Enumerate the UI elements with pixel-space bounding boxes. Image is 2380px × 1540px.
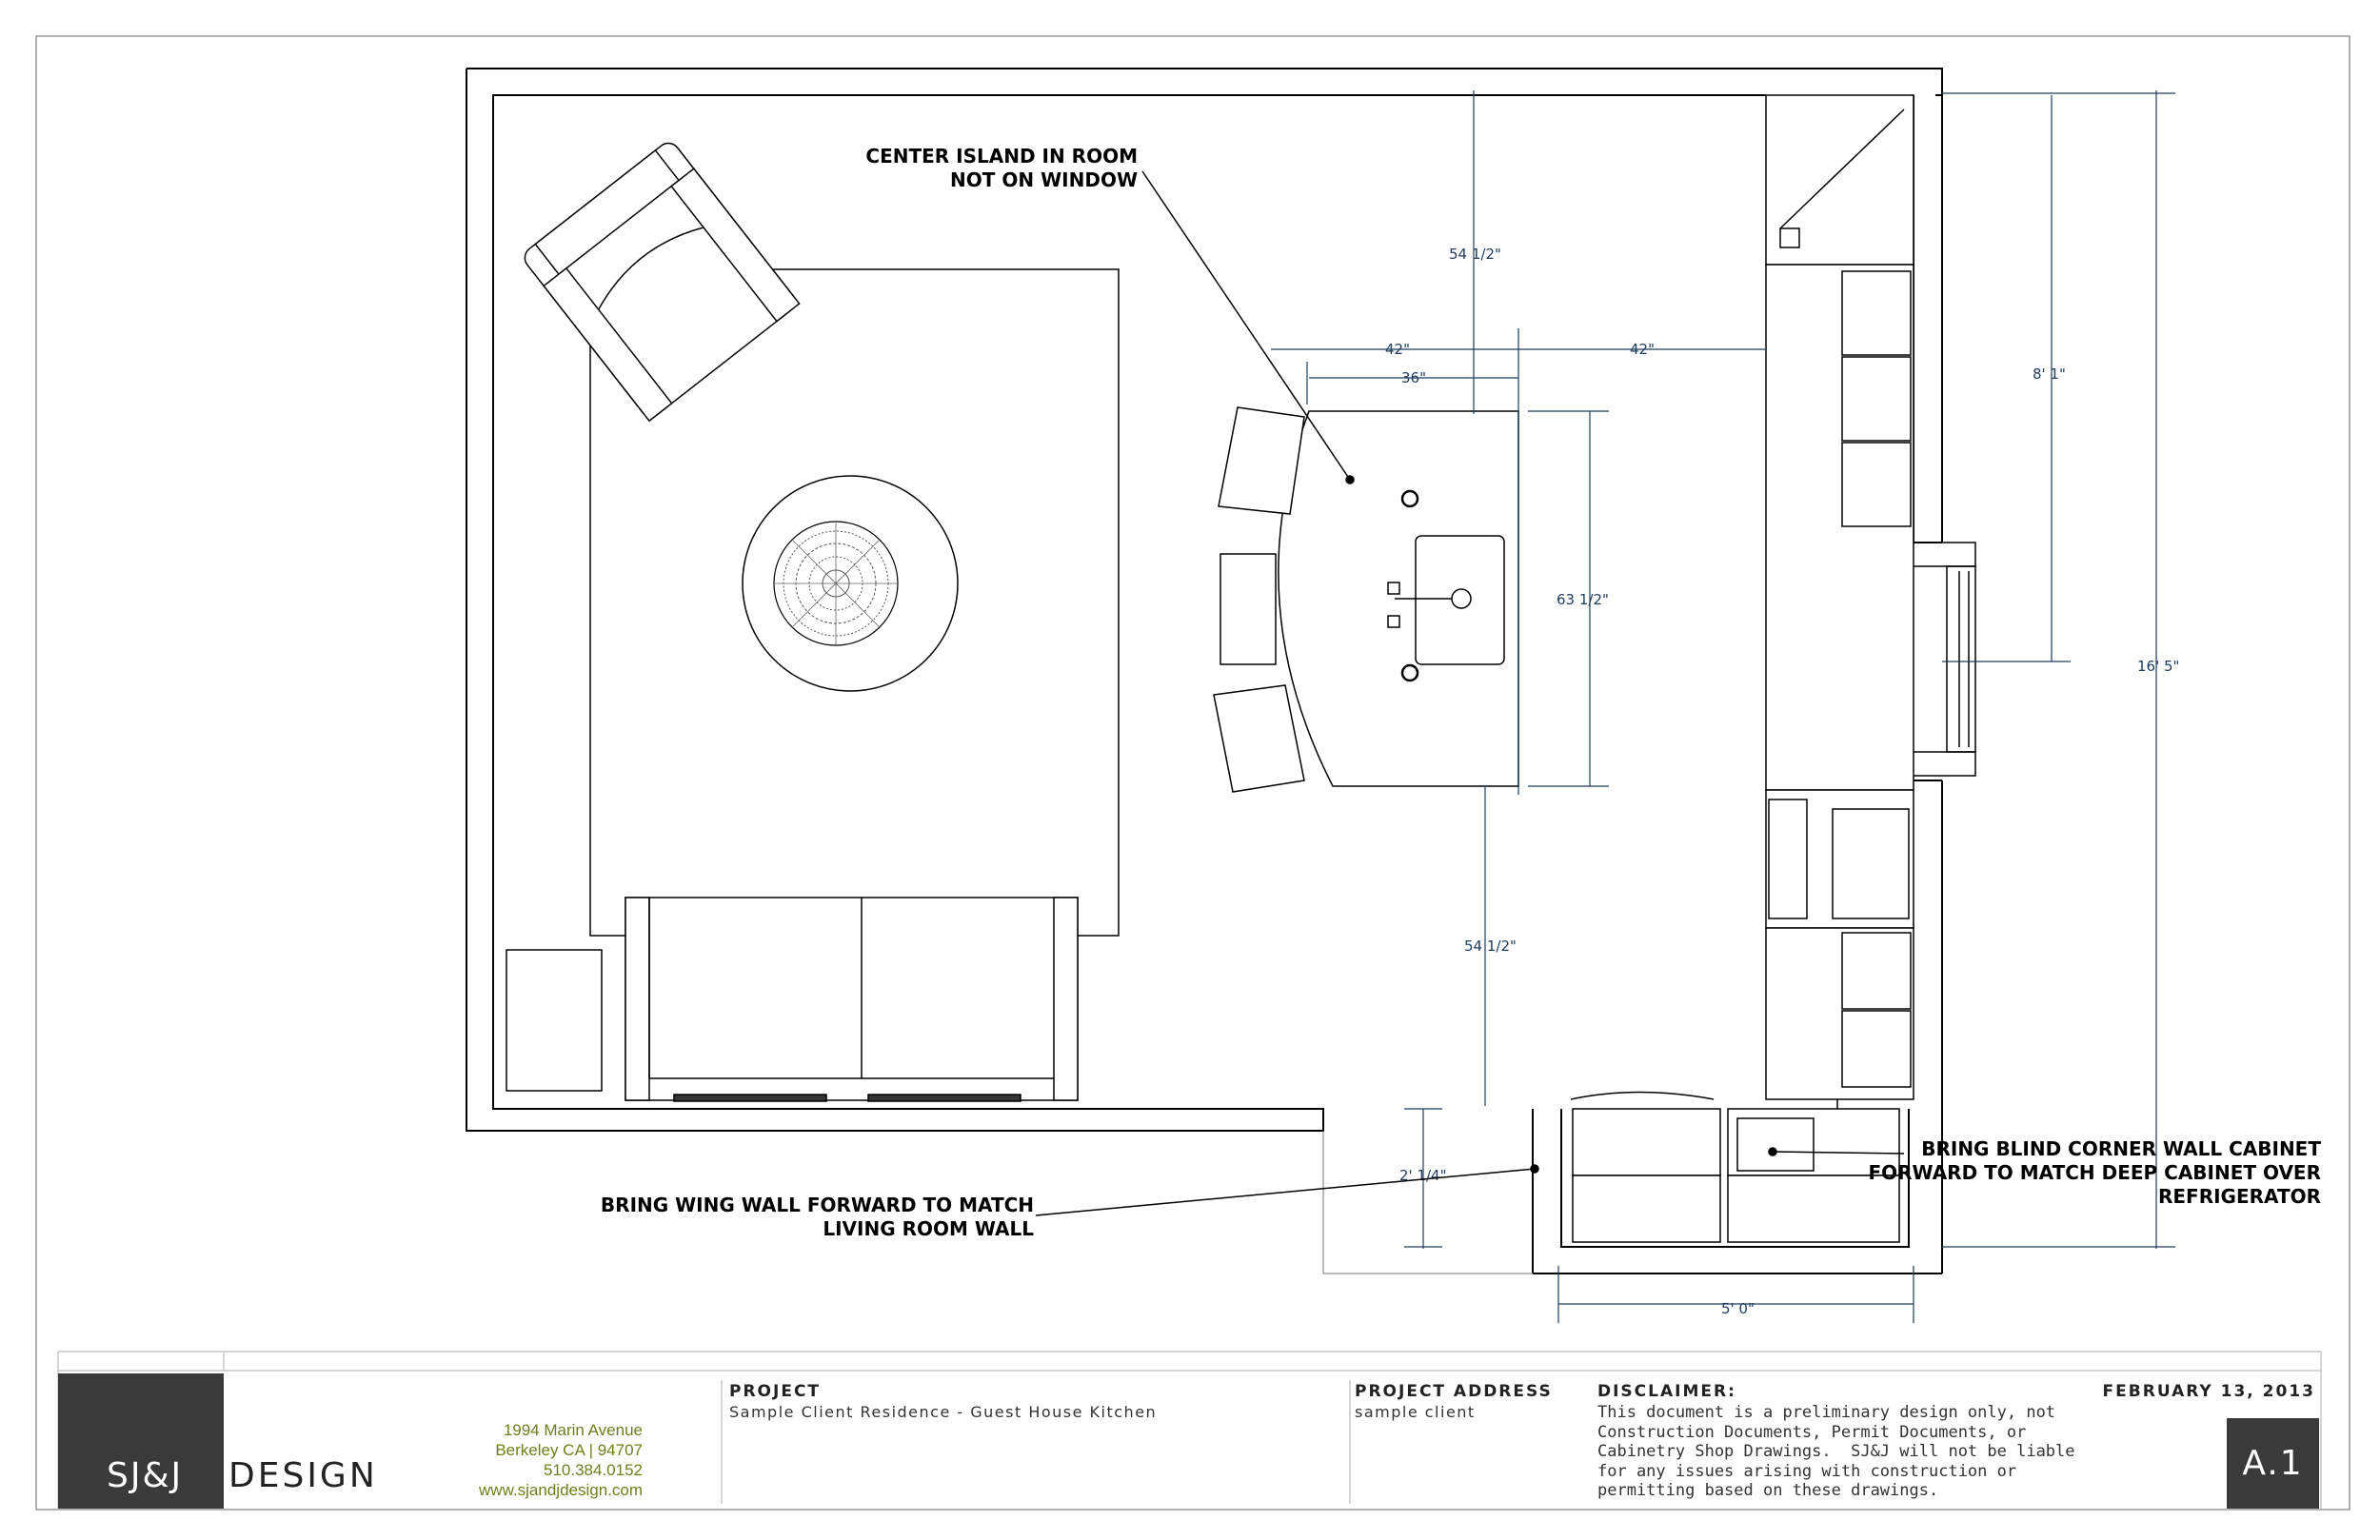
callout-island-line2: NOT ON WINDOW bbox=[950, 168, 1138, 191]
project-label: PROJECT bbox=[729, 1382, 822, 1401]
callout-corner-line3: REFRIGERATOR bbox=[2158, 1185, 2321, 1208]
company-website: www.sjandjdesign.com bbox=[479, 1481, 643, 1499]
round-coffee-table bbox=[742, 475, 959, 692]
project-value: Sample Client Residence - Guest House Ki… bbox=[729, 1403, 1158, 1421]
cabinet-run bbox=[1765, 94, 1914, 1109]
disclaimer-line-5: permitting based on these drawings. bbox=[1597, 1481, 1939, 1500]
dim-left-aisle: 42" bbox=[1385, 341, 1410, 358]
lower-cabinets bbox=[1570, 1091, 1900, 1243]
sofa bbox=[625, 897, 1079, 1102]
dim-upper-run: 8' 1" bbox=[2033, 365, 2066, 383]
side-table bbox=[506, 949, 603, 1092]
window bbox=[1908, 542, 1976, 777]
dim-lower-width: 5' 0" bbox=[1721, 1300, 1755, 1317]
callout-wing-line1: BRING WING WALL FORWARD TO MATCH bbox=[601, 1194, 1034, 1216]
callout-corner-line2: FORWARD TO MATCH DEEP CABINET OVER bbox=[1868, 1161, 2321, 1184]
company-phone: 510.384.0152 bbox=[544, 1461, 643, 1479]
dimension-lines bbox=[1271, 90, 2175, 1323]
logo-block bbox=[58, 1373, 224, 1509]
dim-right-aisle: 42" bbox=[1630, 341, 1655, 358]
callout-island-line1: CENTER ISLAND IN ROOM bbox=[865, 145, 1138, 168]
bar-stools bbox=[1213, 406, 1305, 793]
project-address-value: sample client bbox=[1355, 1403, 1476, 1421]
disclaimer-label: DISCLAIMER: bbox=[1597, 1382, 1736, 1401]
project-address-label: PROJECT ADDRESS bbox=[1355, 1382, 1553, 1401]
sheet-number: A.1 bbox=[2227, 1418, 2319, 1509]
dim-overall: 16' 5" bbox=[2137, 658, 2179, 675]
sheet-border bbox=[35, 35, 2350, 1510]
dim-island-depth: 36" bbox=[1401, 369, 1426, 386]
dim-top-clearance: 54 1/2" bbox=[1449, 246, 1501, 263]
disclaimer-line-3: Cabinetry Shop Drawings. SJ&J will not b… bbox=[1597, 1442, 2075, 1461]
company-city: Berkeley CA | 94707 bbox=[495, 1441, 643, 1459]
date-label: FEBRUARY 13, 2013 bbox=[2102, 1382, 2315, 1401]
callout-leaders bbox=[1035, 170, 1905, 1216]
walls bbox=[466, 68, 1943, 1274]
dim-bottom-clearance: 54 1/2" bbox=[1464, 938, 1517, 955]
disclaimer-line-4: for any issues arising with construction… bbox=[1597, 1461, 2017, 1481]
company-street: 1994 Marin Avenue bbox=[503, 1421, 643, 1439]
callout-corner-line1: BRING BLIND CORNER WALL CABINET bbox=[1921, 1137, 2321, 1160]
disclaimer-line-2: Construction Documents, Permit Documents… bbox=[1597, 1422, 2027, 1442]
disclaimer-line-1: This document is a preliminary design on… bbox=[1597, 1403, 2056, 1422]
kitchen-island bbox=[1278, 410, 1519, 787]
dim-island-length: 63 1/2" bbox=[1557, 591, 1609, 608]
logo-design: DESIGN bbox=[228, 1456, 378, 1495]
armchair bbox=[524, 142, 801, 423]
logo-sjj: SJ&J bbox=[107, 1456, 184, 1495]
callout-wing-line2: LIVING ROOM WALL bbox=[823, 1217, 1034, 1240]
